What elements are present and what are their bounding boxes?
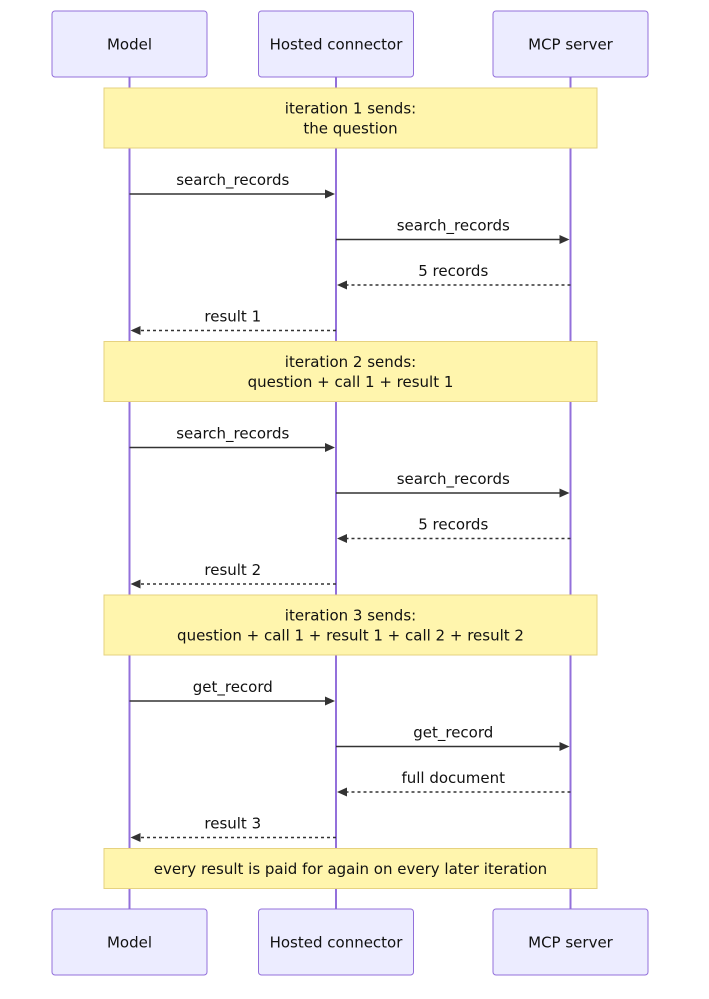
message-label: full document [401,769,505,787]
message-model-to-connector: get_record [129,678,335,706]
messages: search_records search_records 5 records res… [129,171,571,842]
arrowhead-icon [337,534,347,543]
arrowhead-icon [130,326,141,335]
top-actor-connector: Hosted connector [258,10,414,78]
message-label: get_record [413,724,493,743]
note: iteration 3 sends: question + call 1 + re… [103,594,598,656]
bottom-actor-mcp: MCP server [492,908,649,976]
top-actor-model: Model [51,10,208,78]
message-mcp-to-connector: full document [337,769,571,797]
message-label: search_records [176,425,289,444]
bottom-actor-connector: Hosted connector [258,908,414,976]
actor-box [492,10,649,78]
actor-label: Hosted connector [270,36,404,54]
bottom-actor-model: Model [51,908,208,976]
actor-label: Hosted connector [270,934,404,952]
note: every result is paid for again on every … [103,848,598,889]
actors-top: Model Hosted connector MCP server [51,10,649,78]
actors-bottom: Model Hosted connector MCP server [51,908,649,976]
arrowhead-icon [559,235,570,244]
note-text: question + call 1 + result 1 + call 2 + … [177,627,524,645]
note: iteration 1 sends: the question [103,87,598,149]
message-model-to-connector: search_records [129,425,335,452]
message-connector-to-model: result 1 [130,308,336,335]
arrowhead-icon [559,742,570,751]
note-text: iteration 3 sends: [285,607,416,625]
note-text: iteration 1 sends: [285,100,416,118]
message-connector-to-mcp: get_record [336,724,570,751]
message-label: search_records [397,217,510,236]
message-model-to-connector: search_records [129,171,335,199]
note-text: the question [303,120,397,138]
actor-box [258,908,414,976]
note-box [103,87,598,149]
note: iteration 2 sends: question + call 1 + re… [103,341,598,402]
message-connector-to-model: result 2 [130,561,336,589]
actor-box [51,908,208,976]
note-box [103,594,598,656]
note-text: every result is paid for again on every … [154,860,547,878]
actor-box [492,908,649,976]
arrowhead-icon [325,696,335,706]
arrowhead-icon [337,280,347,290]
message-mcp-to-connector: 5 records [337,262,571,290]
message-label: result 2 [204,561,261,579]
message-connector-to-model: result 3 [130,815,336,842]
arrowhead-icon [325,189,335,199]
notes: iteration 1 sends:the questioniteration … [103,87,598,889]
message-connector-to-mcp: search_records [336,217,570,244]
message-connector-to-mcp: search_records [336,470,570,498]
actor-box [51,10,208,78]
message-label: search_records [176,171,289,190]
arrowhead-icon [130,579,141,589]
actor-label: MCP server [528,934,614,952]
arrowhead-icon [337,787,347,797]
message-label: 5 records [418,262,488,280]
actor-label: MCP server [528,36,614,54]
note-box [103,341,598,402]
message-label: search_records [397,470,510,489]
message-mcp-to-connector: 5 records [337,516,571,543]
actor-label: Model [107,36,152,54]
top-actor-mcp: MCP server [492,10,649,78]
arrowhead-icon [559,488,570,498]
message-label: result 1 [204,308,261,326]
actor-box [258,10,414,78]
arrowhead-icon [130,833,141,842]
message-label: get_record [193,678,273,697]
message-label: 5 records [418,516,488,534]
note-text: question + call 1 + result 1 [248,373,454,391]
note-box [103,848,598,889]
arrowhead-icon [325,443,335,452]
actor-label: Model [107,934,152,952]
message-label: result 3 [204,815,261,833]
note-text: iteration 2 sends: [285,353,416,371]
